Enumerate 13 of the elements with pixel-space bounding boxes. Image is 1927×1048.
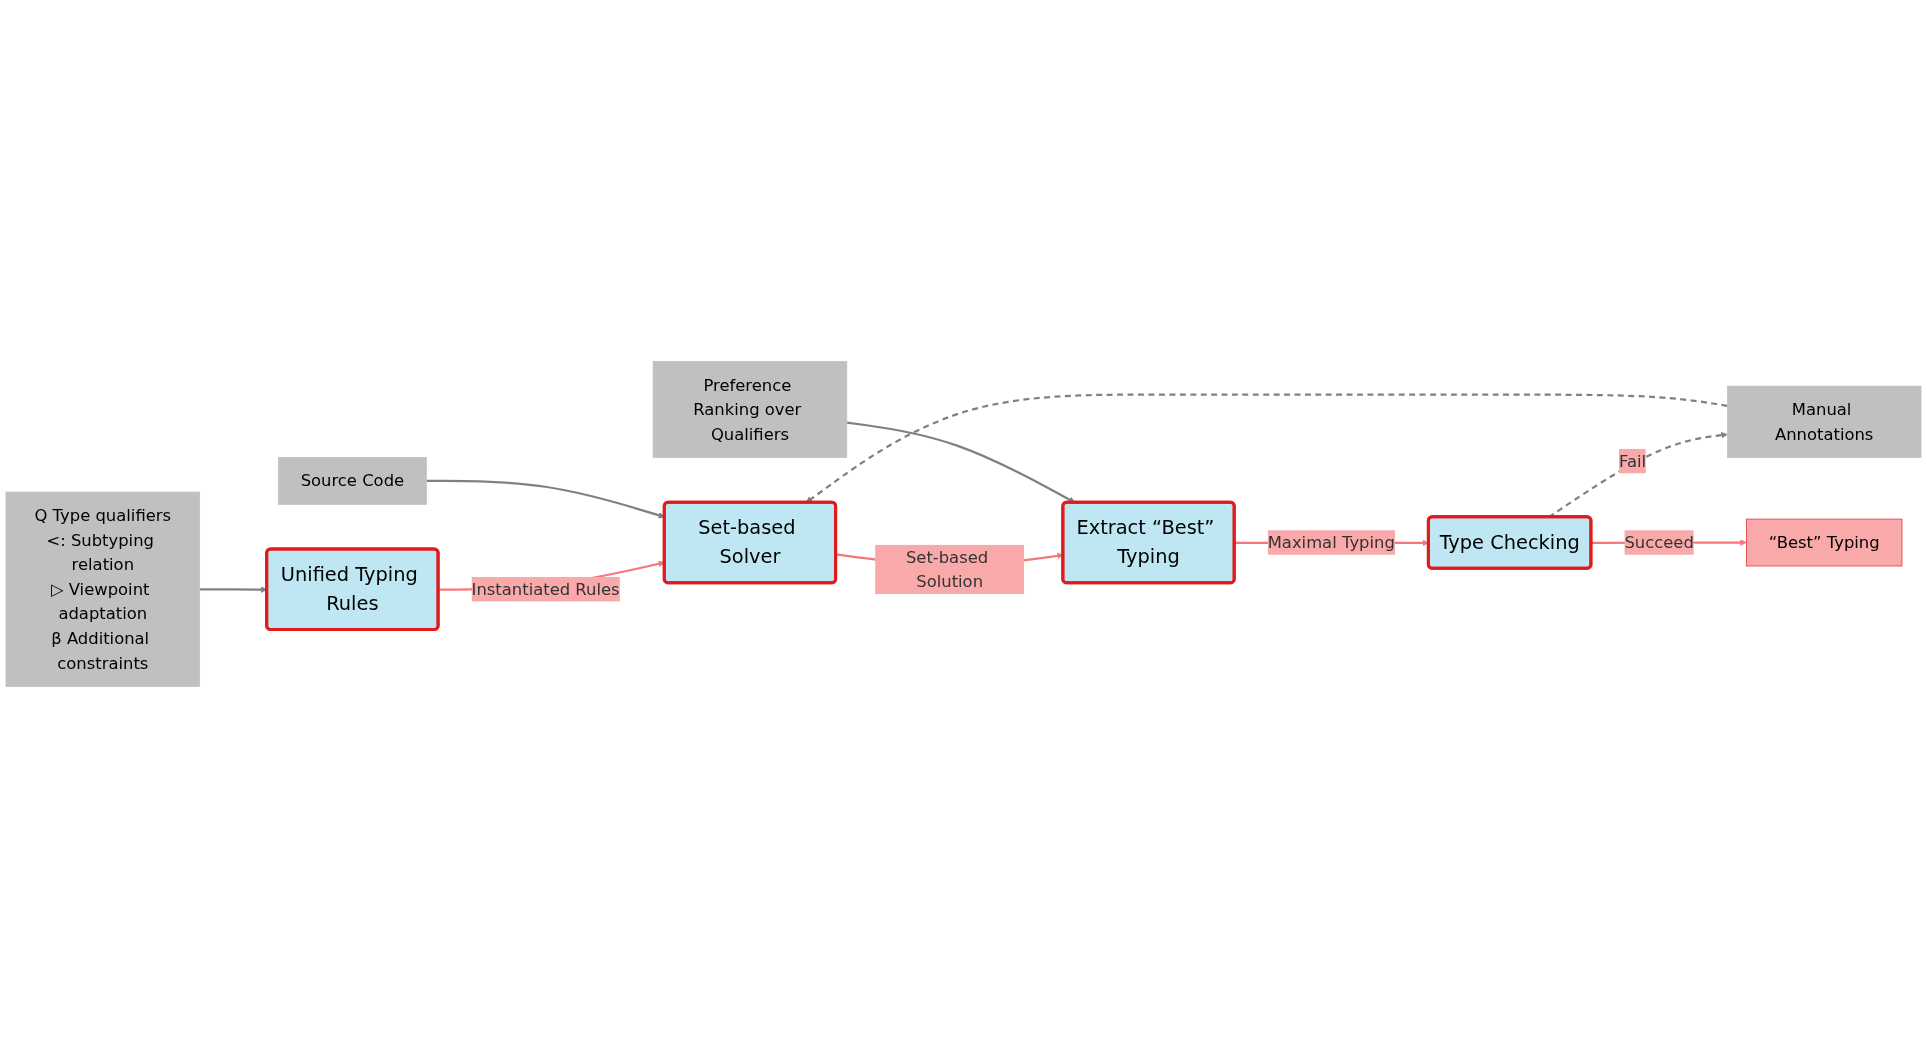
node-box: Preference Ranking over Qualifiers	[652, 361, 848, 458]
arrow	[846, 421, 1076, 503]
edge-label: Fail	[1618, 451, 1647, 471]
arrow	[426, 479, 665, 519]
node-box: Q Type qualifiers <: Subtyping relation ▷ Viewpoint adaptation β Additional constraints	[5, 491, 201, 687]
node-box: Manual Annotations	[1726, 385, 1922, 458]
node-box: “Best” Typing	[1746, 518, 1903, 567]
arrow	[805, 393, 1728, 503]
edge-label: Instantiated Rules	[471, 579, 620, 599]
edge-label: Maximal Typing	[1267, 533, 1395, 552]
edge-label: Succeed	[1624, 533, 1694, 552]
node-box: Source Code	[277, 457, 427, 505]
edge-label: Set-based Solution	[905, 547, 989, 592]
